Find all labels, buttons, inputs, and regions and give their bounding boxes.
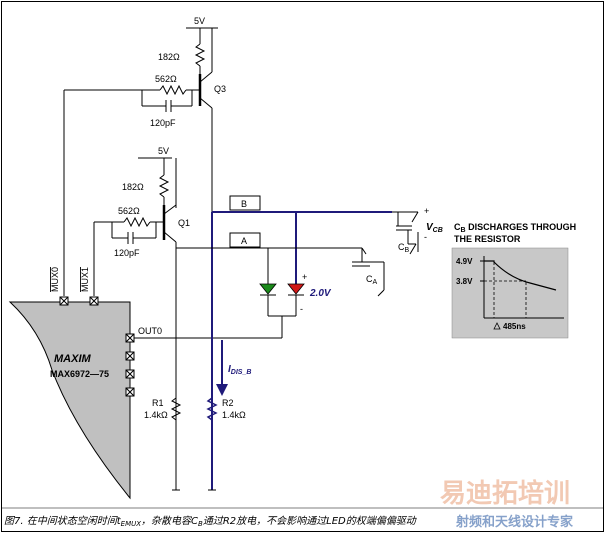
inset-markers xyxy=(484,262,527,318)
led-return-wires xyxy=(267,295,297,338)
q1-r-series-label: 562Ω xyxy=(118,206,140,216)
bus-a xyxy=(176,232,362,284)
q1-supply-label: 5V xyxy=(158,146,169,156)
ic-part-number: MAX6972—75 xyxy=(50,369,109,379)
r2-resistor xyxy=(206,397,218,421)
r2-value: 1.4kΩ xyxy=(222,410,246,420)
led-minus: - xyxy=(300,304,303,314)
q3-cap-label: 120pF xyxy=(150,118,176,128)
ic-pins xyxy=(59,296,135,397)
cb-capacitor xyxy=(392,211,419,255)
led-voltage-label: 2.0V xyxy=(309,288,332,299)
led-plus: + xyxy=(302,272,307,282)
q3-r-series-label: 562Ω xyxy=(155,74,177,84)
maxim-logo: MAXIM xyxy=(54,353,92,365)
green-led xyxy=(259,283,277,295)
resistor-182-q1 xyxy=(158,174,170,198)
vcb-plus: + xyxy=(424,206,429,216)
inset-title-line2: THE RESISTOR xyxy=(454,234,521,244)
current-label: IDIS_B xyxy=(228,364,251,376)
q1-cap-label: 120pF xyxy=(114,248,140,258)
vcb-label: VCB xyxy=(426,222,443,234)
resistor-562-q3 xyxy=(159,84,187,96)
ca-label: CA xyxy=(366,274,378,286)
max6972-ic-body xyxy=(8,301,131,500)
q1-stage xyxy=(93,157,177,490)
r1-resistor xyxy=(170,397,182,421)
vcb-minus: - xyxy=(424,232,427,242)
inset-panel xyxy=(451,247,569,339)
inset-axes xyxy=(480,256,564,319)
inset-title-line1: CB DISCHARGES THROUGH xyxy=(454,222,576,234)
mux1-pin-label: MUX1 xyxy=(80,267,90,292)
bus-a-label: A xyxy=(241,236,247,246)
delta-symbol xyxy=(493,322,501,330)
q3-supply-label: 5V xyxy=(194,16,205,26)
q3-r-top-label: 182Ω xyxy=(158,52,180,62)
q1-r-top-label: 182Ω xyxy=(122,182,144,192)
q1-label: Q1 xyxy=(178,218,190,228)
ca-capacitor xyxy=(352,247,385,297)
cb-label: CB xyxy=(398,242,410,254)
discharge-waveform xyxy=(484,260,557,291)
figure-caption: 图7. 在中间状态空闲时间tEMUX，杂散电容CB通过R2放电，不会影响通过LE… xyxy=(4,515,417,528)
q3-label: Q3 xyxy=(214,84,226,94)
inset-y-high: 4.9V xyxy=(456,257,473,266)
mux0-pin-label: MUX0 xyxy=(50,267,60,292)
r1-value: 1.4kΩ xyxy=(144,410,168,420)
inset-y-low: 3.8V xyxy=(456,277,473,286)
watermark-small: 射频和天线设计专家 xyxy=(455,514,574,529)
resistor-182-q3 xyxy=(194,43,206,67)
bus-b-label: B xyxy=(241,199,247,209)
r2-name: R2 xyxy=(222,398,234,408)
out0-pin-label: OUT0 xyxy=(138,326,162,336)
current-arrow-head xyxy=(216,384,228,396)
resistor-562-q1 xyxy=(123,216,151,228)
r1-name: R1 xyxy=(152,398,164,408)
inset-delta-label: 485ns xyxy=(503,322,526,331)
q3-stage xyxy=(63,27,218,296)
watermark-big: 易迪拓培训 xyxy=(440,478,570,508)
red-led xyxy=(287,283,305,295)
